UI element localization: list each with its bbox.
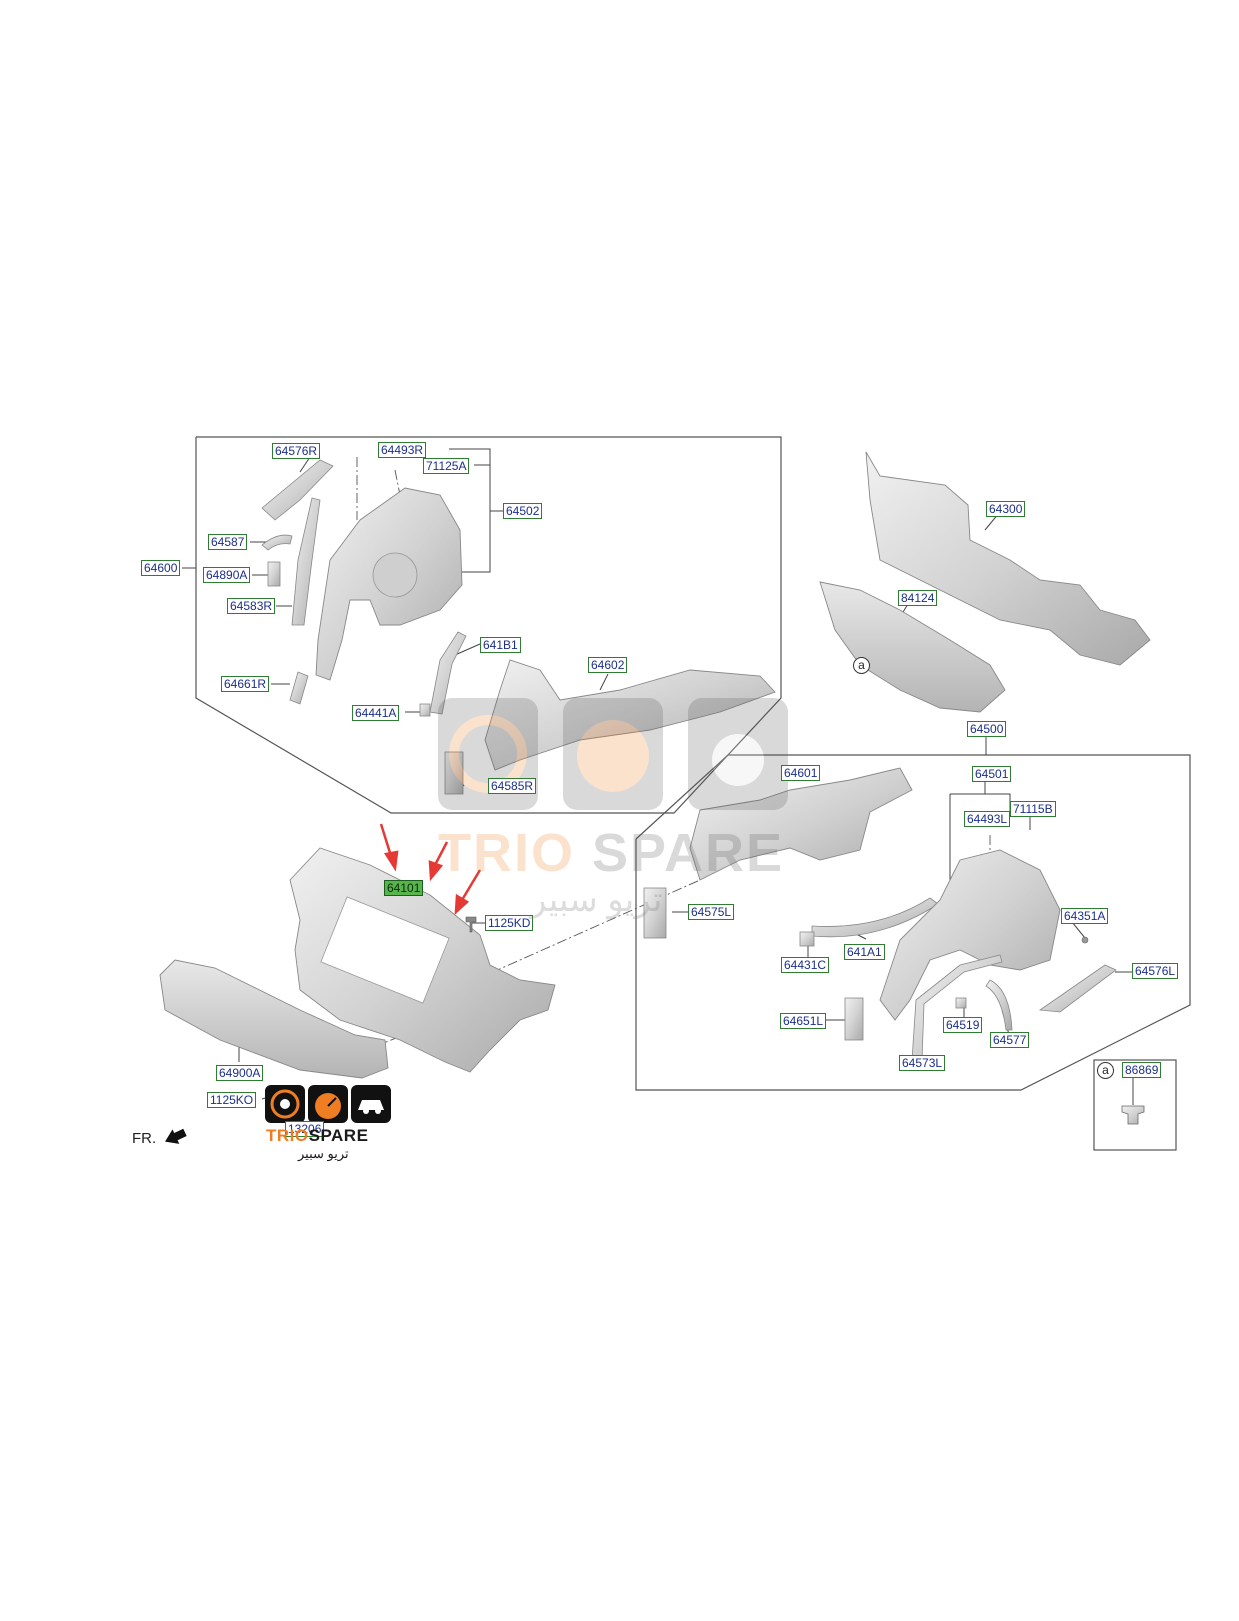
part-64601 [689, 767, 913, 881]
part-number-64431C[interactable]: 64431C [781, 957, 830, 973]
part-number-64587[interactable]: 64587 [208, 534, 248, 550]
part-number-64900A[interactable]: 64900A [216, 1065, 264, 1081]
part-number-64441A[interactable]: 64441A [352, 705, 400, 721]
detail-marker-a-box: a [1097, 1062, 1114, 1079]
part-64101-opening [320, 896, 450, 1004]
part-64576L [1038, 964, 1117, 1013]
part-64441A [419, 703, 431, 717]
watermark-brand-part2: SPARE [592, 823, 785, 883]
part-number-641B1[interactable]: 641B1 [480, 637, 521, 653]
watermark-arabic: تريو سبير [530, 881, 663, 919]
part-number-64577[interactable]: 64577 [990, 1032, 1030, 1048]
part-64576R [261, 459, 334, 521]
part-number-64661R[interactable]: 64661R [221, 676, 270, 692]
part-number-64573L[interactable]: 64573L [899, 1055, 946, 1071]
part-number-64583R[interactable]: 64583R [227, 598, 276, 614]
part-number-64502[interactable]: 64502 [503, 503, 543, 519]
part-number-64600[interactable]: 64600 [141, 560, 181, 576]
part-64300 [865, 451, 1151, 666]
part-number-64101-highlighted[interactable]: 64101 [384, 880, 424, 896]
part-number-64576R[interactable]: 64576R [272, 443, 321, 459]
detail-box-a [1093, 1059, 1177, 1151]
part-number-71125A[interactable]: 71125A [423, 458, 470, 474]
part-64900A [159, 959, 389, 1079]
highlight-arrows [379, 823, 482, 915]
part-64587 [261, 534, 293, 551]
part-64501 [879, 849, 1061, 1021]
part-number-64575L[interactable]: 64575L [688, 904, 735, 920]
part-86869 [1121, 1105, 1145, 1125]
part-64502-wheel-arch [372, 552, 418, 598]
part-number-64576L[interactable]: 64576L [1132, 963, 1179, 979]
front-direction-label: FR. [132, 1130, 157, 1147]
part-64585R [444, 751, 464, 795]
part-64573L [911, 954, 1003, 1061]
part-641B1 [429, 631, 467, 715]
part-number-64651L[interactable]: 64651L [780, 1013, 827, 1029]
part-64890A [267, 561, 281, 587]
front-arrow-icon [165, 1128, 187, 1144]
part-number-71115B[interactable]: 71115B [1010, 801, 1056, 817]
part-number-64501[interactable]: 64501 [972, 766, 1012, 782]
brand-name: TRIOSPARE [266, 1126, 368, 1146]
part-number-64500[interactable]: 64500 [967, 721, 1007, 737]
group-frame-64500 [635, 754, 1191, 1091]
part-number-64300[interactable]: 64300 [986, 501, 1026, 517]
part-64602 [484, 659, 776, 771]
part-number-64493L[interactable]: 64493L [964, 811, 1011, 827]
watermark-brand-part1: TRIO [438, 823, 575, 883]
part-number-1125KO[interactable]: 1125KO [207, 1092, 257, 1108]
part-64519 [955, 997, 967, 1009]
part-number-64585R[interactable]: 64585R [488, 778, 537, 794]
part-number-641A1[interactable]: 641A1 [844, 944, 885, 960]
part-1125KD [465, 916, 477, 933]
brand-logo-icons [265, 1085, 391, 1123]
part-number-64519[interactable]: 64519 [943, 1017, 983, 1033]
part-number-86869[interactable]: 86869 [1122, 1062, 1162, 1078]
part-64661R [289, 671, 309, 705]
brand-name-part2: SPARE [308, 1126, 369, 1145]
part-number-84124[interactable]: 84124 [898, 590, 938, 606]
part-number-64602[interactable]: 64602 [588, 657, 628, 673]
brand-arabic: تريو سبير [298, 1146, 349, 1161]
part-64651L [844, 997, 864, 1041]
part-number-64493R[interactable]: 64493R [378, 442, 427, 458]
part-number-64890A[interactable]: 64890A [203, 567, 251, 583]
part-number-64351A[interactable]: 64351A [1061, 908, 1109, 924]
part-number-13206[interactable]: 13206 [285, 1121, 325, 1137]
part-64431C [799, 931, 815, 947]
part-number-64601[interactable]: 64601 [781, 765, 821, 781]
group-frame-64600 [195, 436, 782, 814]
part-64575L [643, 887, 667, 939]
watermark-brand: TRIO SPARE [438, 822, 784, 884]
part-64583R [291, 497, 321, 626]
part-64351A [1081, 936, 1089, 944]
detail-marker-a: a [853, 657, 870, 674]
part-number-1125KD[interactable]: 1125KD [485, 915, 534, 931]
brand-name-part1: TRIO [266, 1126, 309, 1145]
part-64577 [985, 979, 1013, 1031]
